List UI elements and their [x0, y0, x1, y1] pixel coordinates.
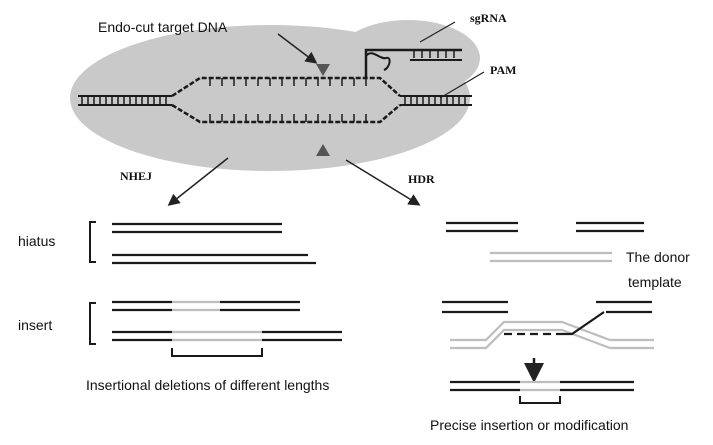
- sgrna-strand: [364, 48, 462, 78]
- precise-insertion-caption: Precise insertion or modification: [430, 417, 628, 433]
- nhej-label: NHEJ: [120, 169, 152, 183]
- endo-cut-label: Endo-cut target DNA: [98, 19, 228, 35]
- pam-pointer: [439, 71, 485, 99]
- precise-insertion-bracket: [519, 396, 561, 404]
- hdr-broken-dna: [446, 221, 644, 233]
- nhej-arrow: [167, 157, 229, 206]
- dna-helix-left: [78, 95, 172, 106]
- hiatus-bracket: [89, 221, 96, 263]
- cut-marker-bottom-icon: [316, 144, 330, 156]
- pam-label: PAM: [490, 63, 516, 77]
- hiatus-label: hiatus: [18, 233, 55, 249]
- cas9-complex: [70, 20, 480, 171]
- sgrna-pointer: [419, 21, 456, 43]
- sgrna-label: sgRNA: [470, 11, 507, 25]
- donor-template-label-2: template: [628, 274, 682, 290]
- insert-label: insert: [18, 317, 52, 333]
- donor-template-label-1: The donor: [626, 249, 690, 265]
- insert-length-bracket: [171, 348, 263, 357]
- endo-cut-pointer: [277, 33, 318, 64]
- cut-marker-top-icon: [316, 64, 330, 76]
- insertional-deletions-caption: Insertional deletions of different lengt…: [86, 377, 329, 393]
- dna-helix-right: [400, 95, 472, 106]
- hdr-repaired-dna: [450, 380, 634, 392]
- dna-bubble: [171, 76, 401, 124]
- hdr-strand-invasion: [442, 300, 654, 350]
- hdr-arrow: [345, 159, 421, 206]
- hiatus-strands: [112, 222, 316, 265]
- insert-strands: [112, 300, 342, 342]
- donor-template-strands: [490, 251, 612, 263]
- insert-bracket: [89, 302, 96, 345]
- hdr-label: HDR: [408, 172, 435, 186]
